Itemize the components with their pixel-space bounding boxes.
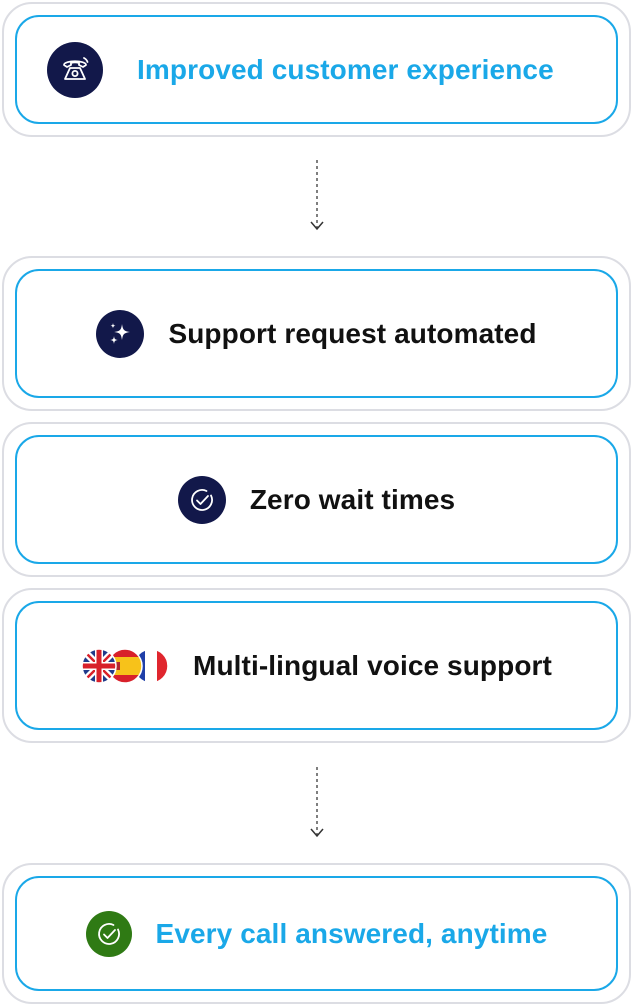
step-card-support-automated: Support request automated: [2, 256, 631, 411]
check-circle-icon: [177, 475, 226, 524]
step-card-customer-experience: Improved customer experience: [2, 2, 631, 137]
uk-flag: [81, 647, 117, 684]
step-card-zero-wait: Zero wait times: [2, 422, 631, 577]
down-arrow-connector: [310, 160, 324, 231]
telephone-icon: [47, 41, 103, 98]
step-card-inner: Zero wait times: [15, 435, 618, 564]
sparkles-icon: [96, 309, 145, 358]
step-label: Zero wait times: [249, 483, 456, 515]
step-label: Multi-lingual voice support: [193, 649, 552, 681]
step-card-inner: Improved customer experience: [15, 15, 618, 124]
step-card-inner: Multi-lingual voice support: [15, 601, 618, 730]
step-label: Improved customer experience: [137, 53, 554, 85]
step-card-multilingual: Multi-lingual voice support: [2, 588, 631, 743]
step-card-every-call: Every call answered, anytime: [2, 863, 631, 1004]
step-card-inner: Support request automated: [15, 269, 618, 398]
down-arrow-connector: [310, 767, 324, 838]
step-card-inner: Every call answered, anytime: [15, 876, 618, 991]
step-label: Every call answered, anytime: [155, 917, 548, 949]
flags-icon: [81, 647, 169, 684]
check-circle-icon: [85, 910, 132, 957]
step-label: Support request automated: [168, 317, 537, 349]
